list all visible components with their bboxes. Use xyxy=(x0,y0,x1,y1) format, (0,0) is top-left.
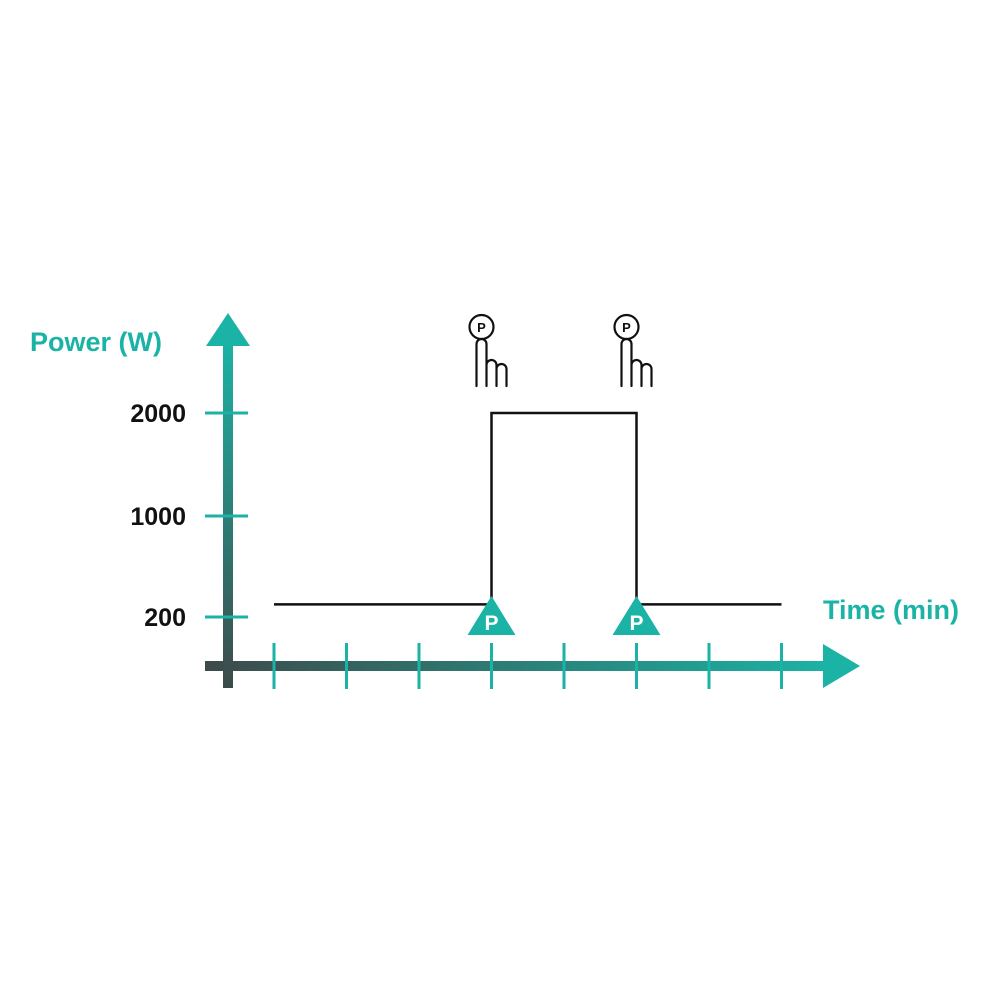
y-ticks: 2000 1000 200 xyxy=(130,400,248,632)
pause-marker-letter: P xyxy=(629,612,643,635)
x-axis-arrow xyxy=(823,644,860,688)
pause-marker-triangle-icon xyxy=(467,596,516,635)
y-axis-arrow xyxy=(206,313,250,346)
y-tick-label-2000: 2000 xyxy=(130,400,186,428)
press-button-hand-icon: P xyxy=(613,313,653,388)
y-tick-label-200: 200 xyxy=(144,604,186,632)
y-axis-line xyxy=(223,340,233,688)
markers: P P P P xyxy=(467,313,661,635)
x-axis-title: Time (min) xyxy=(823,595,959,625)
x-ticks xyxy=(272,643,783,689)
x-axis xyxy=(205,644,860,688)
y-tick-label-1000: 1000 xyxy=(130,503,186,531)
power-line xyxy=(274,411,782,606)
press-button-hand-icon: P xyxy=(468,313,508,388)
x-axis-line xyxy=(205,661,830,671)
pause-marker-triangle-icon xyxy=(612,596,661,635)
button-letter: P xyxy=(477,320,486,335)
pause-marker-letter: P xyxy=(484,612,498,635)
y-axis xyxy=(206,313,250,688)
button-letter: P xyxy=(622,320,631,335)
y-axis-title: Power (W) xyxy=(30,327,162,357)
